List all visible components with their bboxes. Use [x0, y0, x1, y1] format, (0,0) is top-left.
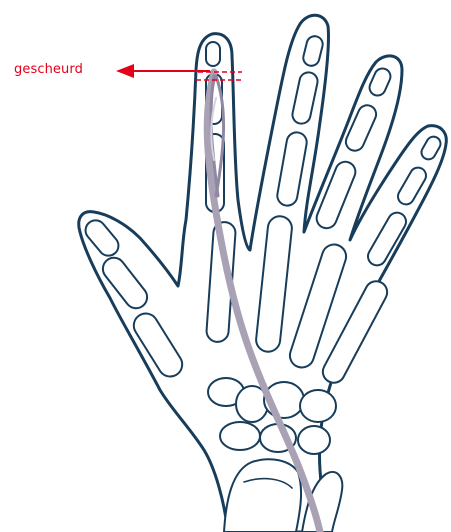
- carpal-scaphoid: [220, 422, 260, 450]
- left-arrow-icon: [116, 64, 134, 78]
- carpal-hamate: [300, 390, 336, 422]
- index-fingertip: [206, 42, 220, 66]
- torn-callout-label: gescheurd: [14, 62, 83, 78]
- carpal-triquetrum: [298, 426, 330, 454]
